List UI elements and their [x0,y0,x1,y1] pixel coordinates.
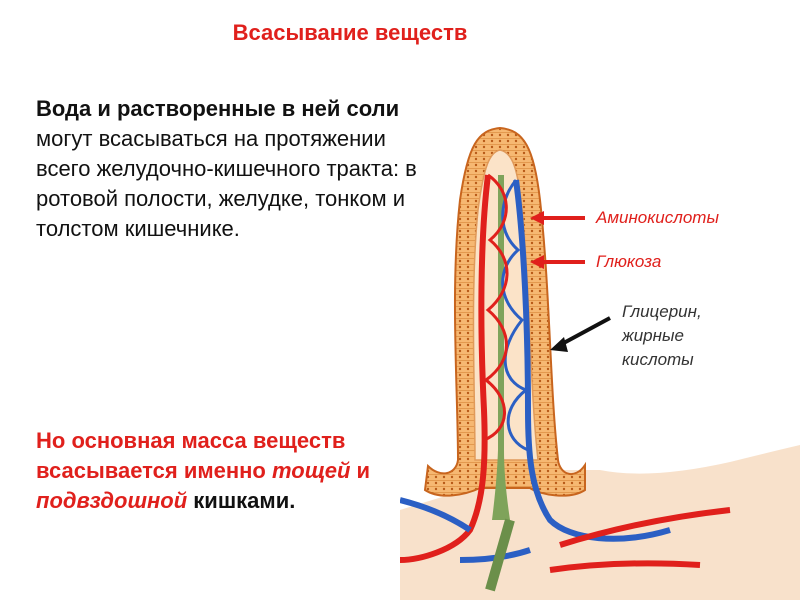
villus-diagram: Аминокислоты Глюкоза Глицерин, жирные ки… [399,90,800,600]
villus-illustration [399,126,800,600]
label-fat-line3: кислоты [622,350,694,369]
arrow-amino-head [530,211,544,225]
paragraph-bold-lead: Вода и растворенные в ней соли [36,96,400,121]
label-fat-line1: Глицерин, [622,302,702,321]
p2-em-jejunum: тощей [271,458,351,483]
label-amino-acids: Аминокислоты [596,208,719,227]
lacteal [492,175,510,520]
vein-capillaries [501,179,530,452]
p2-part2: и [350,458,371,483]
p2-part1: Но основная масса веществ всасывается им… [36,428,346,483]
label-glycerol-fatty-acids: Глицерин, жирные кислоты [622,300,702,372]
slide-title: Всасывание веществ [232,20,468,45]
paragraph-rest: могут всасываться на протяжении всего же… [36,126,417,241]
arrow-fat [559,316,611,347]
label-fat-line2: жирные [622,326,684,345]
artery [399,174,491,563]
paragraph-water-salts: Вода и растворенные в ней соли могут вса… [36,94,436,244]
arrow-fat-head [550,337,568,352]
p2-em-ileum: подвздошной [36,488,188,513]
artery-capillaries [483,173,509,442]
arrow-glucose-head [530,255,544,269]
lymph-duct [485,518,515,592]
label-glucose: Глюкоза [596,252,662,271]
paragraph-main-absorption: Но основная масса веществ всасывается им… [36,426,436,516]
base-artery [549,507,731,573]
p2-part3: кишками. [187,488,296,513]
